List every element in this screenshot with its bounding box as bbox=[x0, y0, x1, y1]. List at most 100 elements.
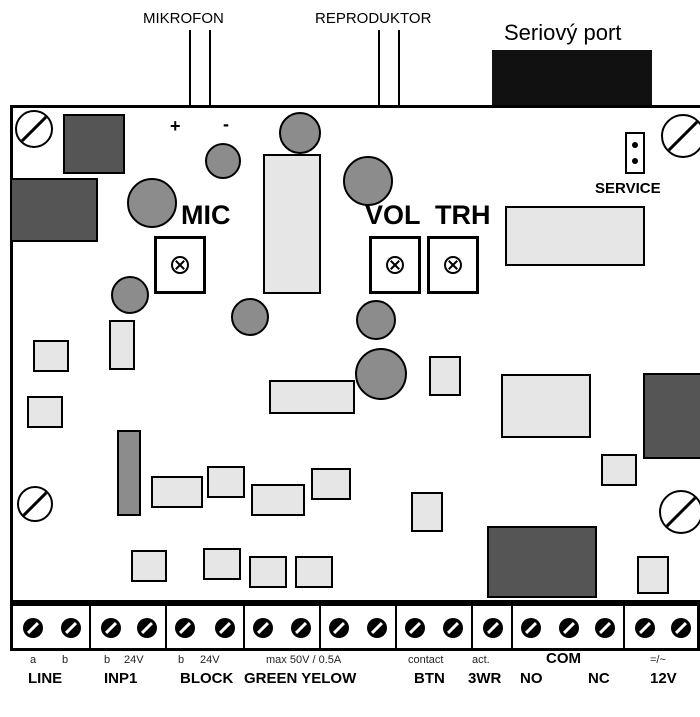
terminal-divider bbox=[165, 606, 167, 648]
jumper-pin bbox=[632, 158, 638, 164]
component-light bbox=[411, 492, 443, 532]
component-dark bbox=[487, 526, 597, 598]
terminal-divider bbox=[623, 606, 625, 648]
component-light bbox=[601, 454, 637, 486]
terminal-screw-icon[interactable] bbox=[559, 618, 579, 638]
serial-port-label: Seriový port bbox=[504, 20, 622, 45]
speaker-wire-1 bbox=[378, 30, 380, 124]
component-dark bbox=[63, 114, 125, 174]
terminal-screw-icon[interactable] bbox=[443, 618, 463, 638]
terminal-sub-label: =/~ bbox=[650, 654, 666, 666]
terminal-sub-label: 24V bbox=[200, 654, 220, 666]
terminal-screw-icon[interactable] bbox=[329, 618, 349, 638]
capacitor bbox=[356, 300, 396, 340]
terminal-screw-icon[interactable] bbox=[137, 618, 157, 638]
terminal-sub-label: a bbox=[30, 654, 37, 666]
component-light bbox=[151, 476, 203, 508]
potentiometer-knob bbox=[171, 256, 189, 274]
component-light bbox=[637, 556, 669, 594]
component-light bbox=[27, 396, 63, 428]
capacitor bbox=[205, 143, 241, 179]
reproduktor-label: REPRODUKTOR bbox=[315, 10, 432, 27]
component-light bbox=[249, 556, 287, 588]
terminal-screw-icon[interactable] bbox=[635, 618, 655, 638]
terminal-divider bbox=[243, 606, 245, 648]
terminal-screw-icon[interactable] bbox=[23, 618, 43, 638]
terminal-sub-label: contact bbox=[408, 654, 444, 666]
terminal-screw-icon[interactable] bbox=[175, 618, 195, 638]
jumper-pin bbox=[632, 142, 638, 148]
terminal-label-inp1: INP1 bbox=[104, 670, 138, 687]
speaker-wire-2 bbox=[398, 30, 400, 124]
trh-potentiometer-icon[interactable] bbox=[427, 236, 479, 294]
component-mid bbox=[117, 430, 141, 516]
terminal-screw-icon[interactable] bbox=[483, 618, 503, 638]
component-light bbox=[269, 380, 355, 414]
mic-wire-plus bbox=[189, 30, 191, 122]
mic-minus-label: - bbox=[223, 114, 229, 134]
terminal-label-3wr: 3WR bbox=[468, 670, 502, 687]
service-label: SERVICE bbox=[595, 180, 661, 197]
terminal-divider bbox=[511, 606, 513, 648]
terminal-screw-icon[interactable] bbox=[291, 618, 311, 638]
terminal-block bbox=[10, 603, 700, 651]
mounting-screw-icon bbox=[659, 490, 700, 534]
terminal-screw-icon[interactable] bbox=[101, 618, 121, 638]
component-light bbox=[131, 550, 167, 582]
terminal-screw-icon[interactable] bbox=[253, 618, 273, 638]
mounting-screw-icon bbox=[17, 486, 53, 522]
terminal-label-nc: NC bbox=[588, 670, 610, 687]
trh-label: TRH bbox=[435, 200, 491, 230]
component-light bbox=[251, 484, 305, 516]
terminal-sub-label: b bbox=[178, 654, 185, 666]
terminal-sub-label: act. bbox=[472, 654, 490, 666]
terminal-sub-label: b bbox=[104, 654, 111, 666]
potentiometer-knob bbox=[444, 256, 462, 274]
terminal-sub-label: b bbox=[62, 654, 69, 666]
mikrofon-label: MIKROFON bbox=[143, 10, 224, 27]
mic-label: MIC bbox=[181, 200, 231, 230]
terminal-divider bbox=[319, 606, 321, 648]
mic-wire-minus bbox=[209, 30, 211, 122]
capacitor bbox=[355, 348, 407, 400]
terminal-label-line: LINE bbox=[28, 670, 63, 687]
capacitor bbox=[111, 276, 149, 314]
pcb-board: + - SERVICE MIC VOL TRH bbox=[10, 105, 700, 603]
terminal-label-green-yelow: GREEN YELOW bbox=[244, 670, 357, 687]
component-light bbox=[311, 468, 351, 500]
terminal-screw-icon[interactable] bbox=[595, 618, 615, 638]
component-light bbox=[263, 154, 321, 294]
terminal-screw-icon[interactable] bbox=[405, 618, 425, 638]
component-light bbox=[501, 374, 591, 438]
terminal-divider bbox=[395, 606, 397, 648]
terminal-label-btn: BTN bbox=[414, 670, 445, 687]
capacitor bbox=[279, 112, 321, 154]
terminal-screw-icon[interactable] bbox=[521, 618, 541, 638]
component-light bbox=[33, 340, 69, 372]
terminal-divider bbox=[89, 606, 91, 648]
terminal-label-12v: 12V bbox=[650, 670, 677, 687]
mic-potentiometer-icon[interactable] bbox=[154, 236, 206, 294]
mounting-screw-icon bbox=[15, 110, 53, 148]
relay bbox=[505, 206, 645, 266]
component-light bbox=[109, 320, 135, 370]
capacitor bbox=[343, 156, 393, 206]
component-light bbox=[203, 548, 241, 580]
terminal-label-block: BLOCK bbox=[180, 670, 234, 687]
mic-plus-label: + bbox=[170, 116, 181, 136]
terminal-sub-label: COM bbox=[546, 650, 581, 667]
terminal-screw-icon[interactable] bbox=[367, 618, 387, 638]
terminal-sub-label: max 50V / 0.5A bbox=[266, 654, 342, 666]
component-light bbox=[429, 356, 461, 396]
potentiometer-knob bbox=[386, 256, 404, 274]
vol-potentiometer-icon[interactable] bbox=[369, 236, 421, 294]
terminal-screw-icon[interactable] bbox=[671, 618, 691, 638]
component-dark bbox=[10, 178, 98, 242]
service-jumper[interactable] bbox=[625, 132, 645, 174]
component-light bbox=[207, 466, 245, 498]
terminal-screw-icon[interactable] bbox=[61, 618, 81, 638]
capacitor bbox=[127, 178, 177, 228]
terminal-screw-icon[interactable] bbox=[215, 618, 235, 638]
terminal-divider bbox=[471, 606, 473, 648]
terminal-label-no: NO bbox=[520, 670, 543, 687]
